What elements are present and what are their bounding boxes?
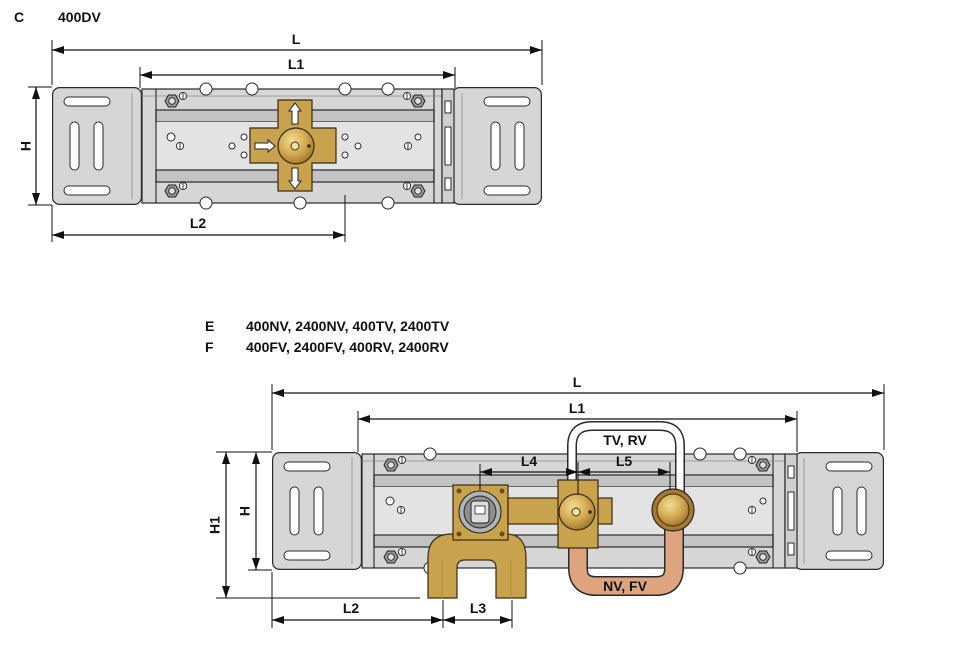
dimension-l1-label: L1 — [569, 400, 586, 416]
dimension-l3-label: L3 — [470, 600, 487, 616]
hex-nut — [755, 458, 771, 472]
screw-icon — [397, 547, 407, 557]
dimension-l-label: L — [292, 31, 301, 47]
top-bypass-pipe — [567, 421, 685, 494]
bracket-tab — [444, 100, 452, 114]
dimension-h-label: H — [18, 141, 34, 151]
right-mounting-plate — [794, 452, 884, 570]
dimension-l5-label: L5 — [616, 453, 633, 469]
bracket-tab — [787, 465, 795, 479]
pipe-inner — [568, 422, 684, 494]
bottom-bypass-pipe — [568, 528, 684, 596]
screw-icon — [747, 455, 757, 465]
hex-nut — [755, 550, 771, 564]
spindle-center — [571, 507, 581, 517]
top-dimensions: L L1 H L2 — [18, 31, 543, 242]
dimension-h1-label: H1 — [207, 516, 223, 534]
spindle-mark — [307, 144, 311, 148]
bracket-tab — [444, 126, 452, 166]
section-e-models: 400NV, 2400NV, 400TV, 2400TV — [246, 318, 450, 334]
dimension-l4-label: L4 — [521, 453, 538, 469]
arrow-up-icon — [288, 102, 302, 125]
left-mounting-plate — [52, 87, 142, 205]
dimension-l1-label: L1 — [288, 56, 305, 72]
pipe-bottom-label: NV, FV — [603, 578, 647, 594]
section-f-models: 400FV, 2400FV, 400RV, 2400RV — [246, 339, 449, 355]
section-c-letter: C — [14, 9, 24, 25]
spindle-center — [290, 141, 300, 151]
bracket-tab — [787, 491, 795, 531]
housing-screw — [499, 488, 505, 494]
dimension-l2-label: L2 — [190, 215, 207, 231]
housing-screw — [456, 488, 462, 494]
hex-nut — [383, 550, 399, 564]
screw-icon — [178, 181, 188, 191]
rail-scallops — [199, 82, 395, 210]
pipe-top-label: TV, RV — [603, 432, 647, 448]
left-mounting-plate — [272, 452, 362, 570]
hex-nut — [164, 184, 180, 198]
section-e-header: E 400NV, 2400NV, 400TV, 2400TV — [205, 318, 450, 334]
rail-mounting-holes — [166, 132, 422, 159]
right-mounting-plate — [452, 87, 542, 205]
arrow-right-icon — [254, 138, 276, 154]
fork-connector — [427, 533, 527, 599]
hex-nut — [164, 94, 180, 108]
right-pipe-fitting — [651, 488, 695, 532]
bracket-tab — [787, 542, 795, 556]
screw-icon — [402, 181, 412, 191]
bottom-dimensions: L L1 L4 L5 H1 H L2 L3 — [207, 374, 885, 628]
screw-icon — [747, 547, 757, 557]
bracket-tab — [444, 177, 452, 191]
hex-nut — [410, 94, 426, 108]
housing-screw — [456, 531, 462, 537]
section-e-letter: E — [205, 318, 214, 334]
screw-icon — [397, 455, 407, 465]
section-c-models: 400DV — [58, 9, 101, 25]
dimension-l2-label: L2 — [343, 600, 360, 616]
hex-nut — [383, 458, 399, 472]
hex-nut — [410, 184, 426, 198]
screw-icon — [402, 91, 412, 101]
spindle-mark — [588, 510, 592, 514]
section-f-letter: F — [205, 339, 214, 355]
screw-icon — [178, 91, 188, 101]
housing-screw — [499, 531, 505, 537]
rail-mounting-holes — [385, 496, 767, 515]
left-valve-assembly — [427, 484, 527, 599]
dimension-h-label: H — [237, 506, 253, 516]
dimension-l-label: L — [573, 374, 582, 390]
section-c-header: C 400DV — [14, 9, 101, 25]
section-f-header: F 400FV, 2400FV, 400RV, 2400RV — [205, 339, 449, 355]
copper-pipe — [569, 528, 683, 595]
arrow-down-icon — [288, 167, 302, 190]
top-valve-body — [249, 99, 337, 192]
fitting-inner — [656, 493, 690, 527]
